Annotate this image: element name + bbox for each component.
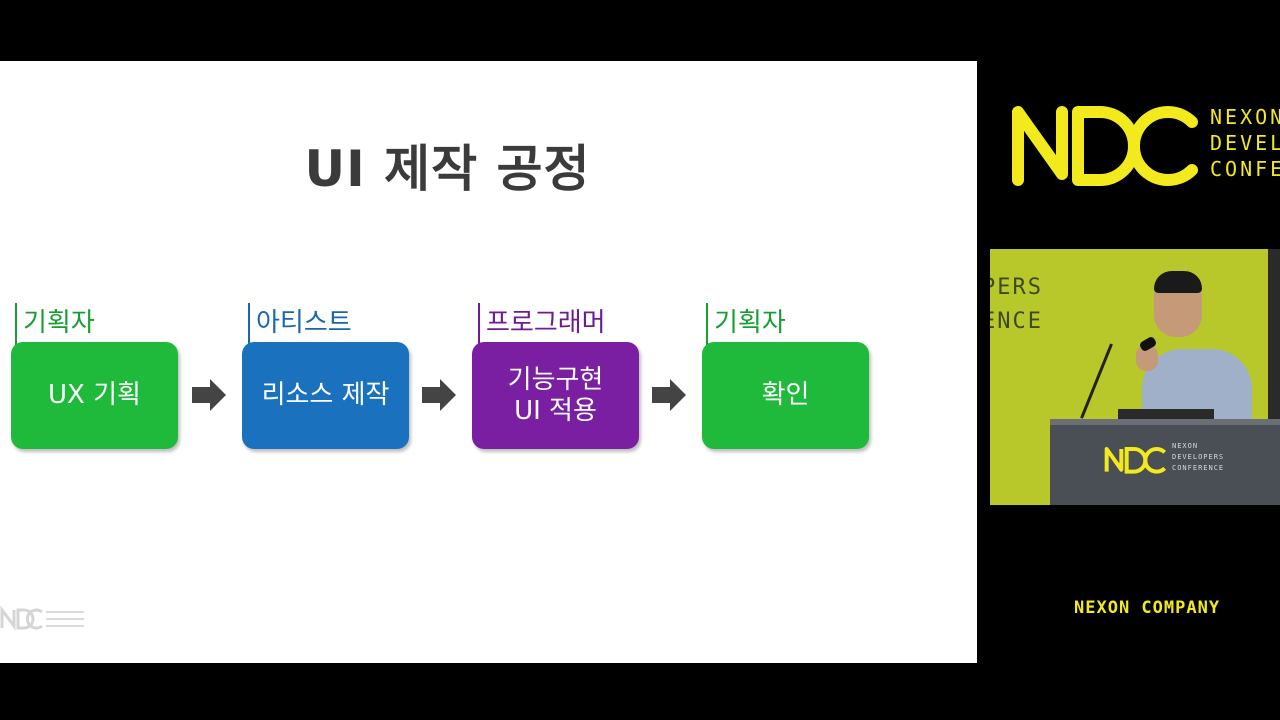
role-label-planner-2: 기획자 (706, 303, 786, 345)
ndc-logo: NEXON DEVEL CONFE (1010, 100, 1280, 190)
arrow-right-icon (422, 379, 456, 411)
role-label-programmer: 프로그래머 (478, 303, 606, 345)
speaker-camera-feed: PERS ENCE NEXON DEVELOPERS CONFERENCE (990, 249, 1280, 505)
presentation-slide: UI 제작 공정 기획자 UX 기획 아티스트 리소스 제작 프로그래머 기능구… (0, 61, 977, 663)
podium-ndc-logo (1104, 447, 1167, 474)
wall-text-2: ENCE (990, 309, 1043, 334)
podium-word-nexon: NEXON (1172, 442, 1199, 450)
logo-word-developers: DEVEL (1210, 131, 1280, 155)
step-box-implementation: 기능구현 UI 적용 (472, 342, 639, 449)
nexon-company-text: NEXON COMPANY (1074, 598, 1221, 618)
logo-word-conference: CONFE (1210, 157, 1280, 181)
podium: NEXON DEVELOPERS CONFERENCE (1050, 419, 1280, 505)
role-label-artist: 아티스트 (248, 303, 352, 345)
slide-title: UI 제작 공정 (304, 140, 591, 198)
arrow-right-icon (192, 379, 226, 411)
role-label-planner-1: 기획자 (15, 303, 95, 345)
podium-word-developers: DEVELOPERS (1172, 453, 1225, 461)
podium-word-conference: CONFERENCE (1172, 464, 1225, 472)
step-box-confirm: 확인 (702, 342, 869, 449)
step-box-ux-planning: UX 기획 (11, 342, 178, 449)
ndc-watermark-logo (0, 606, 84, 631)
wall-text-1: PERS (990, 275, 1043, 300)
arrow-right-icon (652, 379, 686, 411)
step-box-resource-production: 리소스 제작 (242, 342, 409, 449)
ndc-logo-mark (1012, 106, 1198, 186)
logo-word-nexon: NEXON (1210, 105, 1280, 129)
